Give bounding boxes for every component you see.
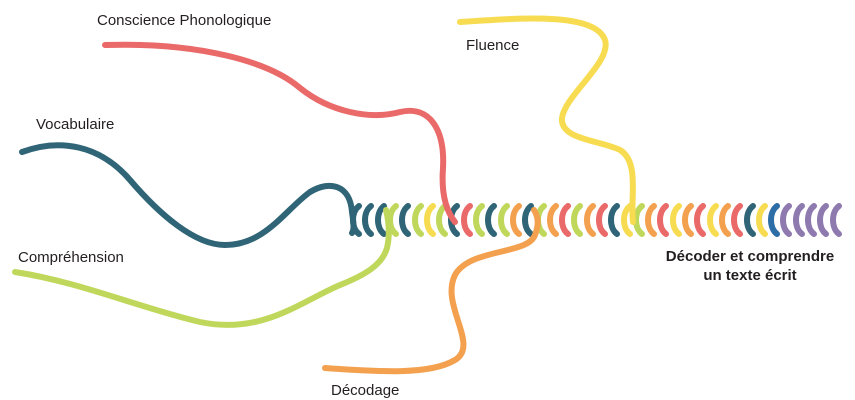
strand-fluency — [457, 15, 636, 225]
strand-comprehension — [12, 207, 392, 328]
rope-coil — [436, 203, 448, 237]
rope-coil — [756, 203, 768, 237]
strand-phonological-awareness — [102, 41, 458, 225]
strand-decoding — [322, 207, 541, 375]
rope-coil — [412, 203, 424, 237]
strand-vocabulary — [19, 142, 357, 249]
outcome-text: Décoder et comprendre un texte écrit — [650, 247, 850, 285]
rope-coil — [608, 203, 620, 237]
rope-coil — [510, 203, 522, 237]
outcome-line-2: un texte écrit — [703, 267, 797, 284]
rope-coil — [793, 203, 805, 237]
label-phonological-awareness: Conscience Phonologique — [97, 12, 272, 29]
rope-coil — [682, 203, 694, 237]
rope-coil — [768, 203, 780, 237]
rope-coil — [596, 203, 608, 237]
rope-coil — [399, 203, 411, 237]
rope-coils — [350, 203, 842, 237]
rope-coil — [670, 203, 682, 237]
rope-coil — [744, 203, 756, 237]
label-fluency: Fluence — [466, 37, 520, 54]
rope-coil — [375, 203, 387, 237]
rope-coil — [522, 203, 534, 237]
rope-coil — [424, 203, 436, 237]
rope-coil — [731, 203, 743, 237]
label-vocabulary: Vocabulaire — [36, 116, 115, 133]
rope-coil — [817, 203, 829, 237]
rope-coil — [473, 203, 485, 237]
rope-coil — [571, 203, 583, 237]
rope-coil — [707, 203, 719, 237]
rope-coil — [645, 203, 657, 237]
rope-coil — [633, 203, 645, 237]
rope-coil — [805, 203, 817, 237]
rope-coil — [584, 203, 596, 237]
rope-coil — [719, 203, 731, 237]
rope-coil — [694, 203, 706, 237]
label-decoding: Décodage — [331, 382, 400, 399]
rope-coil — [485, 203, 497, 237]
rope-coil — [830, 203, 842, 237]
label-comprehension: Compréhension — [18, 249, 124, 266]
rope-coil — [461, 203, 473, 237]
rope-coil — [547, 203, 559, 237]
rope-coil — [559, 203, 571, 237]
rope-coil — [657, 203, 669, 237]
rope-coil — [621, 203, 633, 237]
rope-coil — [362, 203, 374, 237]
outcome-line-1: Décoder et comprendre — [665, 248, 835, 265]
rope-coil — [780, 203, 792, 237]
rope-coil — [498, 203, 510, 237]
